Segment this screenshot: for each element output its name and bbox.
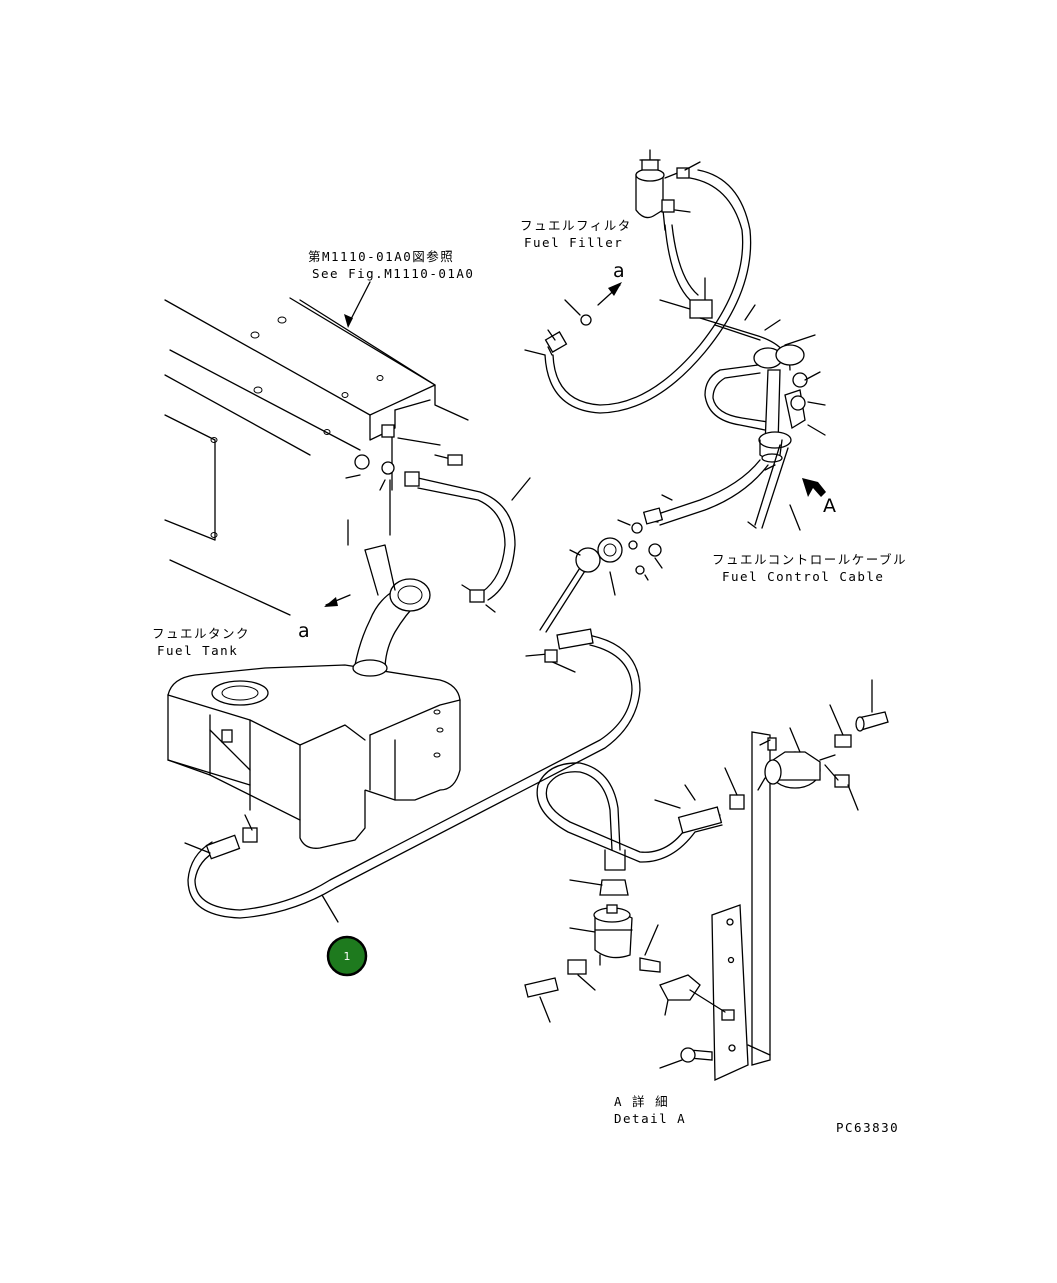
fuel-tank-label-jp: フュエルタンク: [152, 626, 250, 641]
callout-1-circle[interactable]: [326, 935, 368, 977]
ref-a-upper: a: [613, 260, 625, 282]
detail-a-label-en: Detail A: [614, 1111, 686, 1126]
frame-assembly: [164, 281, 469, 616]
fuel-filter-assembly: [524, 149, 826, 529]
fuel-tank-label-en: Fuel Tank: [157, 643, 238, 658]
fuel-gauge-sender: [539, 519, 663, 633]
ref-a-lower: a: [298, 620, 310, 642]
see-fig-label-jp: 第M1110-01A0図参照: [308, 249, 454, 264]
callout-1[interactable]: 1: [326, 935, 368, 977]
view-a-label: A: [823, 495, 836, 517]
annotations: 第M1110-01A0図参照 See Fig.M1110-01A0 フュエルフィ…: [152, 218, 907, 1135]
fuel-filler-label-jp: フュエルフィルタ: [520, 218, 632, 233]
filter-feed-hose: [642, 459, 769, 526]
view-a-arrow: [789, 478, 826, 531]
fuel-control-cable-label-jp: フュエルコントロールケーブル: [712, 552, 907, 567]
detail-a-label-jp: A 詳 細: [614, 1094, 669, 1109]
filler-neck: [324, 424, 463, 677]
callout-1-number: 1: [344, 950, 351, 963]
fuel-tank: [167, 664, 461, 849]
return-hose: [404, 471, 531, 613]
supply-hose: [184, 628, 641, 923]
fuel-filler-label-en: Fuel Filler: [524, 235, 623, 250]
drawing-code: PC63830: [836, 1120, 899, 1135]
fuel-control-cable-label-en: Fuel Control Cable: [722, 569, 884, 584]
see-fig-label-en: See Fig.M1110-01A0: [312, 266, 474, 281]
detail-a-assembly: [524, 679, 889, 1082]
